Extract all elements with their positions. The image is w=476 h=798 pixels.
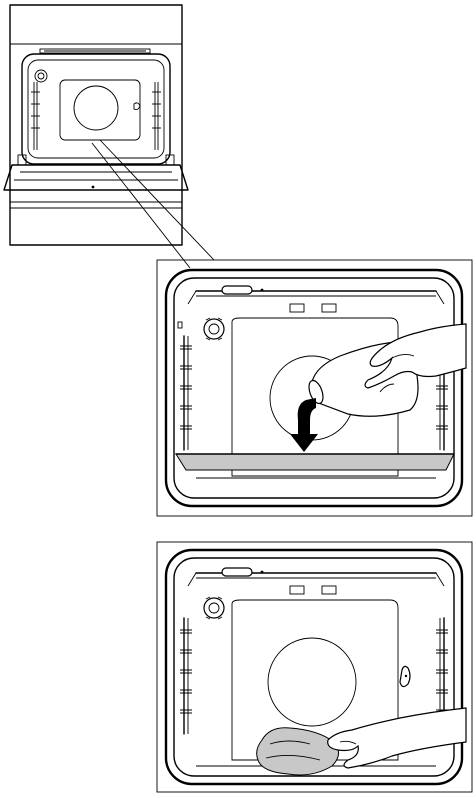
lamp-icon [34, 69, 48, 83]
oven-cabinet [9, 4, 183, 246]
top-vent [39, 48, 151, 54]
fan-cover [73, 85, 119, 131]
wiping-detail [156, 541, 473, 793]
shelf-rail-icon [177, 321, 192, 451]
hand-icon [364, 323, 467, 393]
leader-line [99, 139, 215, 261]
oven-cavity [21, 53, 171, 165]
cloth-icon [256, 727, 339, 776]
oven-cavity [164, 548, 464, 786]
top-heating-element [187, 567, 445, 595]
arrow-down-icon [290, 398, 318, 452]
lamp-icon [203, 596, 225, 620]
shelf-rail-icon [31, 82, 161, 150]
top-heating-element [187, 285, 445, 313]
detail-frame [156, 541, 473, 793]
fan-cover [267, 637, 357, 727]
lamp-icon [203, 317, 225, 341]
baking-tray [175, 453, 455, 471]
back-panel [59, 79, 141, 141]
back-panel [231, 317, 399, 477]
hand-icon [327, 707, 467, 769]
back-panel [231, 599, 399, 761]
pouring-water-detail [156, 259, 473, 517]
oven-cavity [164, 268, 464, 508]
detail-frame [156, 259, 473, 517]
open-door [3, 164, 189, 191]
shelf-rail-icon [180, 617, 192, 735]
leader-line [91, 142, 191, 269]
oven-overview [3, 4, 215, 269]
